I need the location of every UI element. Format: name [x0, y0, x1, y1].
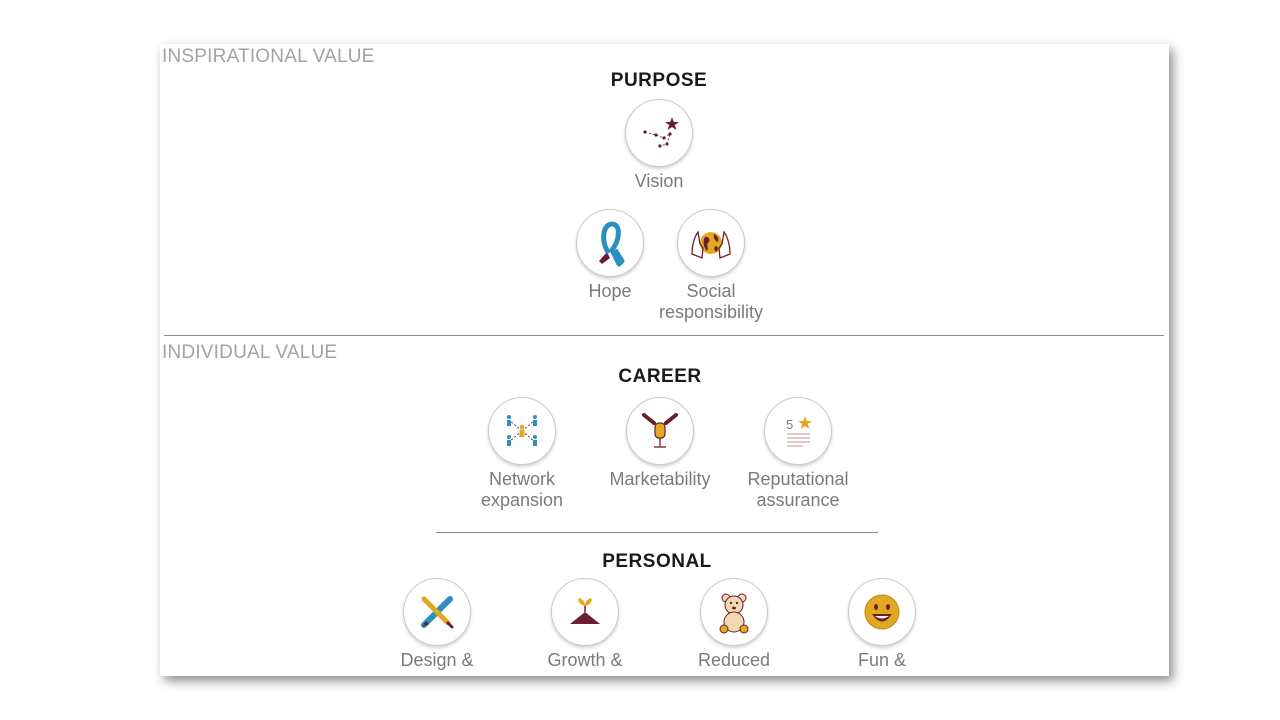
- pencil-brush-icon: [403, 578, 471, 646]
- svg-text:5: 5: [786, 417, 793, 432]
- divider-section: [164, 335, 1164, 336]
- caption-marketability: Marketability: [609, 469, 711, 489]
- caption-hope: Hope: [588, 281, 632, 301]
- rating-icon: 5: [764, 397, 832, 465]
- value-pyramid-card: INSPIRATIONAL VALUE PURPOSE Vision Hope: [160, 44, 1169, 676]
- caption-design: Design &: [400, 650, 474, 670]
- heading-career: CAREER: [618, 366, 702, 387]
- constellation-icon: [625, 99, 693, 167]
- teddy-bear-icon: [700, 578, 768, 646]
- section-label-individual: INDIVIDUAL VALUE: [162, 342, 338, 363]
- caption-network-expansion: Network expansion: [480, 469, 564, 510]
- section-label-inspirational: INSPIRATIONAL VALUE: [162, 46, 375, 67]
- divider-career-personal: [436, 532, 878, 533]
- sprout-icon: [551, 578, 619, 646]
- caption-growth: Growth &: [547, 650, 623, 670]
- caption-fun: Fun &: [857, 650, 907, 670]
- microphone-icon: [626, 397, 694, 465]
- caption-reputational-assurance: Reputational assurance: [747, 469, 849, 510]
- ribbon-icon: [576, 209, 644, 277]
- caption-vision: Vision: [634, 171, 684, 191]
- hands-globe-icon: [677, 209, 745, 277]
- heading-purpose: PURPOSE: [610, 70, 708, 91]
- caption-social-responsibility: Social responsibility: [658, 281, 764, 322]
- network-icon: [488, 397, 556, 465]
- caption-reduced: Reduced: [697, 650, 771, 670]
- smiley-icon: [848, 578, 916, 646]
- heading-personal: PERSONAL: [602, 551, 712, 572]
